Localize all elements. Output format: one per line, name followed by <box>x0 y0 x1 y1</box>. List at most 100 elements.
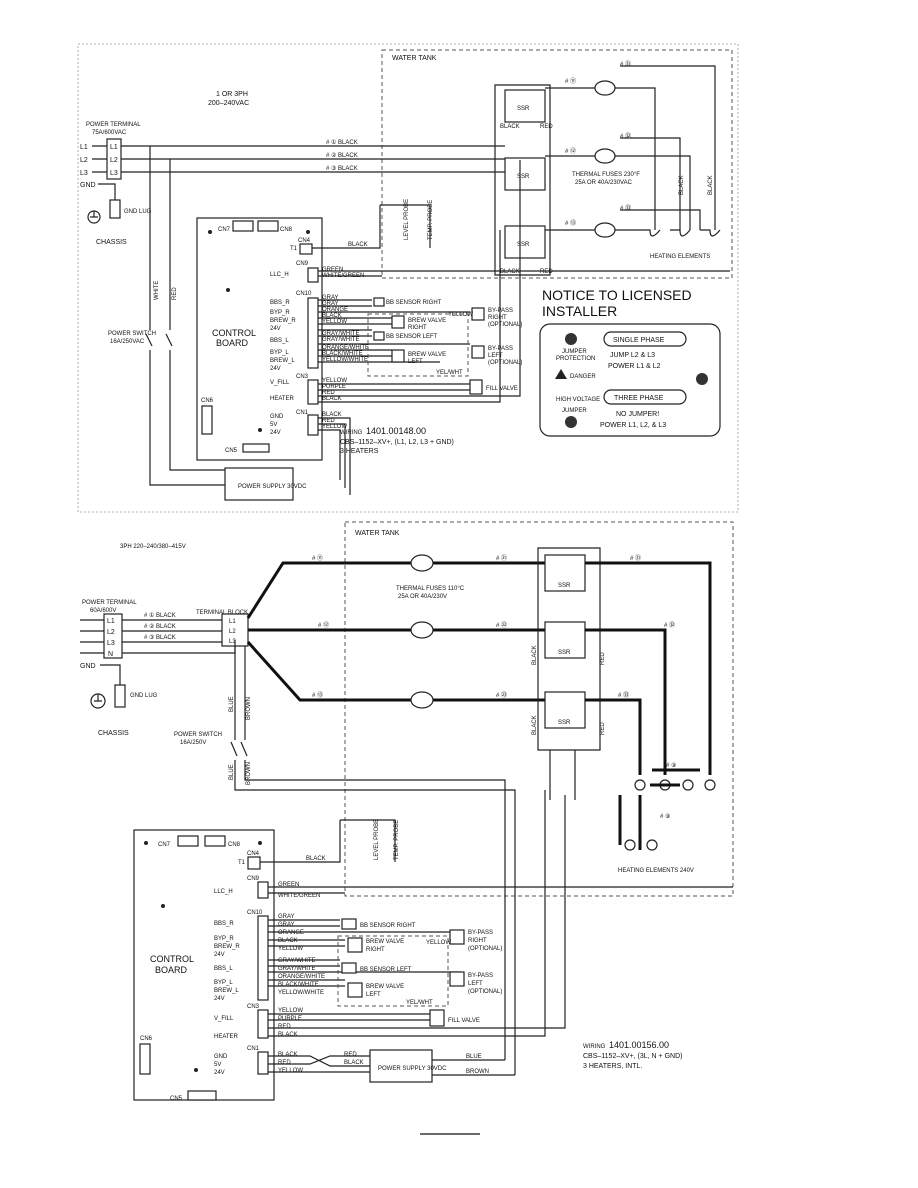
bottom-power-terminal <box>103 613 123 659</box>
top-cn8-label: CN8 <box>280 227 293 233</box>
top-thermal-fuse-2 <box>594 148 616 164</box>
svg-text:RIGHT: RIGHT <box>488 315 507 321</box>
top-chassis-label: CHASSIS <box>96 239 127 246</box>
top-wire-1-label: # ① BLACK <box>326 139 358 146</box>
bottom-bypass-right <box>449 929 465 945</box>
top-board-gnd: GND <box>270 414 284 420</box>
svg-text:SSR: SSR <box>558 583 571 589</box>
bottom-board-byp-l: BYP_L <box>214 980 233 986</box>
top-power-terminal-rating: 75A/600VAC <box>92 130 127 136</box>
bottom-cn7-label: CN7 <box>158 842 171 848</box>
bottom-wire-gray-1: GRAY <box>278 914 295 920</box>
top-cn7-label: CN7 <box>218 227 231 233</box>
bottom-cn3-label: CN3 <box>247 1004 260 1010</box>
bottom-cn7-connector <box>177 835 199 847</box>
bottom-ssr-1 <box>544 554 586 592</box>
top-board-brew-r: BREW_R <box>270 318 296 324</box>
top-wiring-prefix: WIRING <box>340 430 363 436</box>
top-cn3-label: CN3 <box>296 374 309 380</box>
bottom-wiring-prefix: WIRING <box>583 1044 606 1050</box>
bottom-brown-label-2: BROWN <box>246 762 252 785</box>
top-yellow-label: YELLOW <box>448 312 473 318</box>
bottom-cn5-label: CN5 <box>170 1096 183 1102</box>
top-gnd-lug <box>109 199 121 219</box>
top-board-byp-r: BYP_R <box>270 310 290 316</box>
top-power-terminal-label: POWER TERMINAL <box>86 122 141 128</box>
top-heater-id-2: # ㉜ <box>620 132 631 140</box>
top-level-probe-label: LEVEL PROBE <box>404 199 410 240</box>
three-phase-label: THREE PHASE <box>614 395 664 402</box>
bottom-level-probe-label: LEVEL PROBE <box>374 819 380 860</box>
bottom-control-board-label-1: CONTROL <box>150 954 194 964</box>
bottom-heater-id-3: # ㉝ <box>618 691 629 699</box>
top-wiring-desc-1: CBS–1152–XV+, (L1, L2, L3 + GND) <box>340 439 454 446</box>
bottom-wire-gray-white-1: GRAY/WHITE <box>278 958 316 964</box>
single-phase-label: SINGLE PHASE <box>613 337 665 344</box>
bottom-power-terminal-label: POWER TERMINAL <box>82 600 137 606</box>
bottom-power-supply-label: POWER SUPPLY 30VDC <box>378 1066 447 1072</box>
top-wire-2-label: # ② BLACK <box>326 152 358 159</box>
top-heating-elements <box>640 229 721 237</box>
top-heater-black-label: BLACK <box>679 175 685 195</box>
installer-notice-box <box>539 323 721 437</box>
bottom-board-byp-r: BYP_R <box>214 936 234 942</box>
bottom-ssr-2 <box>544 621 586 659</box>
top-wire-black: BLACK <box>322 313 342 319</box>
three-phase-line-2: POWER L1, L2, & L3 <box>600 422 666 429</box>
bottom-gnd-label: GND <box>80 663 96 670</box>
top-wire-3-label: # ③ BLACK <box>326 165 358 172</box>
bottom-board-gnd: GND <box>214 1054 228 1060</box>
bottom-ssr-black-label: BLACK <box>532 645 538 665</box>
top-board-heater: HEATER <box>270 396 295 402</box>
bottom-cn8-connector <box>204 835 226 847</box>
bottom-terminal-l1: L1 <box>107 618 115 625</box>
top-terminal-l3: L3 <box>110 170 118 177</box>
notice-title-1: NOTICE TO LICENSED <box>542 287 692 303</box>
top-board-24v-2: 24V <box>270 366 281 372</box>
top-wire-gray-1: GRAY <box>322 295 339 301</box>
top-wire-yellow-fill: YELLOW <box>322 378 347 384</box>
bottom-ps-blue-label: BLUE <box>466 1054 482 1060</box>
top-wire-gray-white-1: GRAY/WHITE <box>322 331 360 337</box>
bottom-board-24v-2: 24V <box>214 996 225 1002</box>
bottom-wire-yellow-white: YELLOW/WHITE <box>278 990 324 996</box>
bottom-board-24v-3: 24V <box>214 1070 225 1076</box>
top-ssr-id-2: # ⑫ <box>565 147 576 155</box>
bottom-wire-purple: PURPLE <box>278 1016 302 1022</box>
top-heater-black-label-2: BLACK <box>708 175 714 195</box>
bottom-heater-id-1: # ㉛ <box>630 554 641 562</box>
bottom-board-bbs-l: BBS_L <box>214 966 233 972</box>
high-voltage-label: HIGH VOLTAGE <box>556 397 600 403</box>
svg-text:SSR: SSR <box>558 720 571 726</box>
top-power-supply-label: POWER SUPPLY 30VDC <box>238 484 307 490</box>
bottom-sensor-left-label: BB SENSOR LEFT <box>360 967 412 973</box>
jumper-protection-icon <box>565 333 577 345</box>
bottom-ssr-black-label-2: BLACK <box>532 715 538 735</box>
bottom-t1-label: T1 <box>238 860 246 866</box>
top-sensor-left <box>373 331 385 341</box>
top-bypass-right <box>471 307 485 321</box>
top-thermal-fuse-rating: 25A OR 40A/230VAC <box>575 180 633 186</box>
bottom-wire-1-label: # ① BLACK <box>144 612 176 619</box>
bottom-wire-black: BLACK <box>278 938 298 944</box>
notice-title-2: INSTALLER <box>542 303 617 319</box>
top-wire-black-heater: BLACK <box>322 396 342 402</box>
danger-label: DANGER <box>570 374 596 380</box>
top-brew-valve-left <box>391 349 405 363</box>
bottom-wiring-desc-2: 3 HEATERS, INTL. <box>583 1063 642 1070</box>
bottom-bypass-left <box>449 971 465 987</box>
top-board-bbs-r: BBS_R <box>270 300 290 306</box>
top-brew-valve-right <box>391 315 405 329</box>
bottom-wire-yellow: YELLOW <box>278 946 303 952</box>
bottom-sensor-right <box>341 918 357 930</box>
top-control-board <box>196 217 323 461</box>
bottom-cn4-label: CN4 <box>247 851 260 857</box>
bottom-yellow-label: YELLOW <box>426 940 451 946</box>
top-temp-probe-label: TEMP. PROBE <box>428 200 434 240</box>
bottom-sensor-right-label: BB SENSOR RIGHT <box>360 923 416 929</box>
top-wiring-diagram: WATER TANK 1 OR 3PH 200–240VAC POWER TER… <box>77 43 739 513</box>
top-thermal-fuse-label: THERMAL FUSES 230°F <box>572 172 640 178</box>
svg-text:L3: L3 <box>229 639 236 645</box>
top-board-brew-l: BREW_L <box>270 358 295 364</box>
